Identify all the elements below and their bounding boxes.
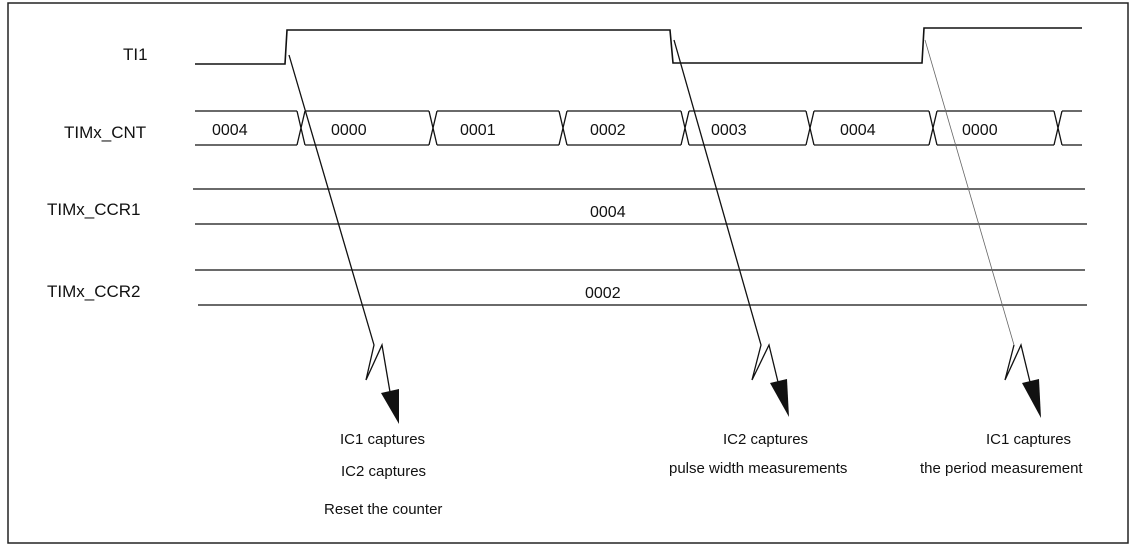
cnt-transition: [928, 110, 938, 146]
ccr2-value: 0002: [585, 285, 621, 302]
cnt-transition: [428, 110, 438, 146]
label-timx-cnt: TIMx_CNT: [64, 123, 146, 142]
annotation-line: IC2 captures: [341, 463, 426, 480]
annotation-line: IC1 captures: [340, 431, 425, 448]
label-timx-ccr2: TIMx_CCR2: [47, 282, 141, 301]
cnt-bus: [195, 110, 1082, 146]
cnt-value: 0001: [460, 122, 496, 139]
annotation-second: IC2 captures pulse width measurements: [669, 431, 847, 477]
cnt-value: 0004: [212, 122, 248, 139]
cnt-transition: [558, 110, 568, 146]
capture-arrow-3: [924, 39, 1041, 418]
cnt-value: 0002: [590, 122, 626, 139]
annotation-first: IC1 captures IC2 captures Reset the coun…: [324, 431, 442, 518]
ti1-waveform: [195, 27, 1082, 65]
cnt-value: 0000: [331, 122, 367, 139]
label-timx-ccr1: TIMx_CCR1: [47, 200, 141, 219]
annotation-line: pulse width measurements: [669, 460, 847, 477]
annotation-line: Reset the counter: [324, 501, 442, 518]
cnt-values: 0004 0000 0001 0002 0003 0004 0000: [212, 122, 998, 139]
annotation-line: the period measurement: [920, 460, 1083, 477]
cnt-transition: [805, 110, 815, 146]
capture-arrow-1: [288, 54, 399, 424]
annotation-third: IC1 captures the period measurement: [920, 431, 1083, 477]
annotation-line: IC1 captures: [986, 431, 1071, 448]
diagram-frame: [7, 2, 1129, 544]
cnt-value: 0004: [840, 122, 876, 139]
label-ti1: TI1: [123, 45, 148, 64]
capture-arrow-2: [673, 39, 789, 417]
cnt-value: 0000: [962, 122, 998, 139]
ccr1-value: 0004: [590, 204, 626, 221]
annotation-line: IC2 captures: [723, 431, 808, 448]
cnt-transition: [1053, 110, 1063, 146]
cnt-transition: [680, 110, 690, 146]
cnt-transition: [296, 110, 306, 146]
cnt-value: 0003: [711, 122, 747, 139]
